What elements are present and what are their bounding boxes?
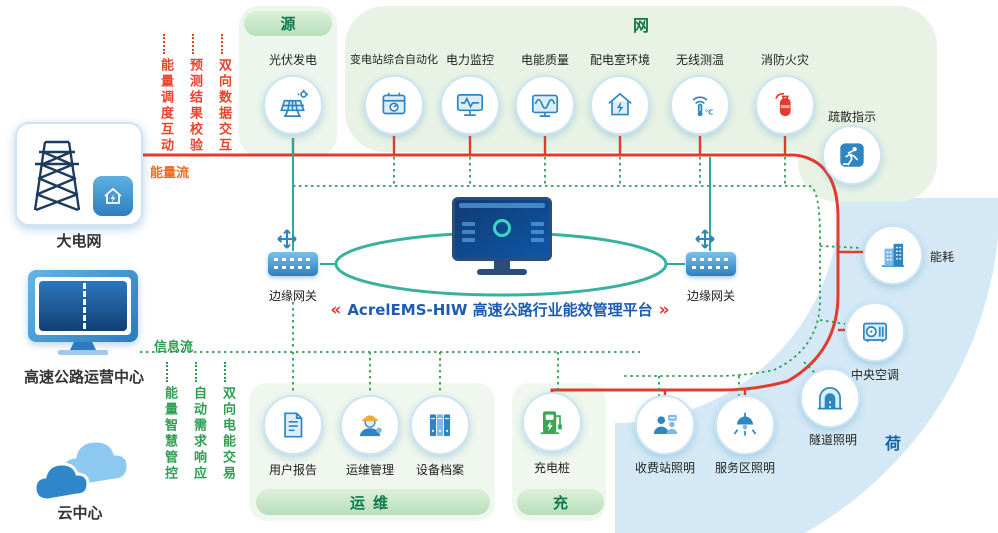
- building-energy-icon: [863, 225, 923, 285]
- monitor-stand: [494, 261, 510, 269]
- evacuation-sign-icon: [822, 125, 882, 185]
- power-quality-icon: [515, 75, 575, 135]
- energy-flow-label: 能量流: [150, 166, 190, 181]
- source-region-title: 源: [244, 11, 332, 36]
- equipment-archive-icon: [410, 395, 470, 455]
- gateway-links: [292, 138, 711, 265]
- annotation-smart-control: 能量智慧管控: [162, 386, 177, 482]
- gateway-ports: [274, 258, 312, 261]
- annotation-forecast-check: 预测结果校验: [187, 58, 202, 154]
- big-grid-label: 大电网: [56, 232, 102, 250]
- annotation-energy-trading: 双向电能交易: [220, 386, 235, 482]
- evacuation-label: 疏散指示: [827, 110, 876, 124]
- power-monitoring-label: 电力监控: [445, 53, 494, 67]
- sync-arrows-icon: [695, 229, 715, 249]
- screen-widget: [462, 222, 475, 226]
- monitor-base: [477, 269, 527, 275]
- home-energy-badge: [93, 176, 133, 216]
- power-quality-label: 电能质量: [520, 53, 569, 67]
- wireless-temperature-label: 无线测温: [675, 53, 724, 67]
- screen-widget: [462, 238, 475, 242]
- monitor-stand: [70, 342, 96, 350]
- screen-widget: [531, 238, 544, 242]
- gateway-ports: [692, 266, 730, 269]
- grid-region-title: 网: [632, 16, 649, 35]
- gateway-ports: [274, 266, 312, 269]
- platform-title: « AcrelEMS-HIW 高速公路行业能效管理平台 »: [320, 299, 680, 320]
- toll-station-lighting-label: 收费站照明: [634, 461, 695, 475]
- edge-gateway-icon: [268, 252, 318, 276]
- operation-center-label: 高速公路运营中心: [23, 368, 144, 386]
- screen-gauge-ring: [493, 219, 511, 237]
- user-report-icon: [263, 395, 323, 455]
- service-area-lighting-icon: [715, 395, 775, 455]
- screen-widget: [531, 222, 544, 226]
- annotation-data-exchange: 双向数据交互: [216, 58, 231, 154]
- service-area-lighting-label: 服务区照明: [714, 461, 775, 475]
- load-region-title: 荷: [884, 434, 901, 453]
- charge-region-title: 充: [517, 489, 604, 515]
- edge-gateway-left-label: 边缘网关: [268, 289, 317, 303]
- cloud-center-label: 云中心: [57, 504, 103, 522]
- central-ac-icon: [845, 302, 905, 362]
- fire-safety-label: 消防火灾: [760, 53, 809, 67]
- om-region-title: 运维: [256, 489, 490, 515]
- substation-automation-icon: [364, 75, 424, 135]
- dotted-leader: [166, 362, 168, 382]
- big-grid-card: [15, 122, 143, 226]
- cloud-icon: [33, 439, 130, 502]
- operation-center-icon: [28, 270, 138, 342]
- distribution-room-label: 配电室环境: [589, 53, 650, 67]
- energy-consumption-label: 能耗: [930, 250, 955, 264]
- tunnel-lighting-icon: [800, 368, 860, 428]
- central-ac-label: 中央空调: [850, 368, 899, 382]
- dotted-leader: [163, 34, 165, 54]
- svg-text:℃: ℃: [705, 109, 713, 117]
- highway-road-icon: [39, 281, 127, 331]
- edge-gateway-icon: [686, 252, 736, 276]
- sync-arrows-icon: [277, 229, 297, 249]
- dotted-leader: [192, 34, 194, 54]
- info-flow-lines: [140, 157, 863, 396]
- screen-widget: [462, 230, 475, 234]
- info-flow-label: 信息流: [154, 340, 194, 355]
- user-report-label: 用户报告: [268, 463, 317, 477]
- pv-label: 光伏发电: [268, 53, 317, 67]
- annotation-demand-response: 自动需求响应: [191, 386, 206, 482]
- screen-header-bar: [459, 203, 545, 208]
- monitor-base: [58, 350, 108, 355]
- om-management-label: 运维管理: [345, 463, 394, 477]
- left-chevron-icon: «: [330, 300, 342, 320]
- power-monitoring-icon: [440, 75, 500, 135]
- charging-pile-icon: [522, 392, 582, 452]
- gateway-ports: [692, 258, 730, 261]
- distribution-room-icon: [590, 75, 650, 135]
- grid-tower-icon: [33, 140, 81, 212]
- central-platform-screen: [452, 197, 552, 261]
- dotted-leader: [195, 362, 197, 382]
- operation-center-screen: [35, 277, 131, 335]
- equipment-archive-label: 设备档案: [415, 463, 464, 477]
- substation-automation-label: 变电站综合自动化: [350, 53, 438, 66]
- platform-title-text: AcrelEMS-HIW 高速公路行业能效管理平台: [347, 301, 653, 319]
- right-chevron-icon: »: [658, 300, 670, 320]
- om-management-icon: [340, 395, 400, 455]
- annotation-energy-dispatch: 能量调度互动: [158, 58, 173, 154]
- toll-station-lighting-icon: [635, 395, 695, 455]
- dotted-leader: [224, 362, 226, 382]
- tunnel-lighting-label: 隧道照明: [808, 433, 857, 447]
- edge-gateway-right-label: 边缘网关: [686, 289, 735, 303]
- charging-pile-label: 充电桩: [533, 461, 570, 475]
- dotted-leader: [221, 34, 223, 54]
- solar-panel-icon: [263, 75, 323, 135]
- energy-flow-lines: [143, 136, 864, 398]
- wireless-temperature-icon: ℃: [670, 75, 730, 135]
- fire-extinguisher-icon: [755, 75, 815, 135]
- home-lightning-icon: [104, 187, 122, 204]
- screen-widget: [531, 230, 544, 234]
